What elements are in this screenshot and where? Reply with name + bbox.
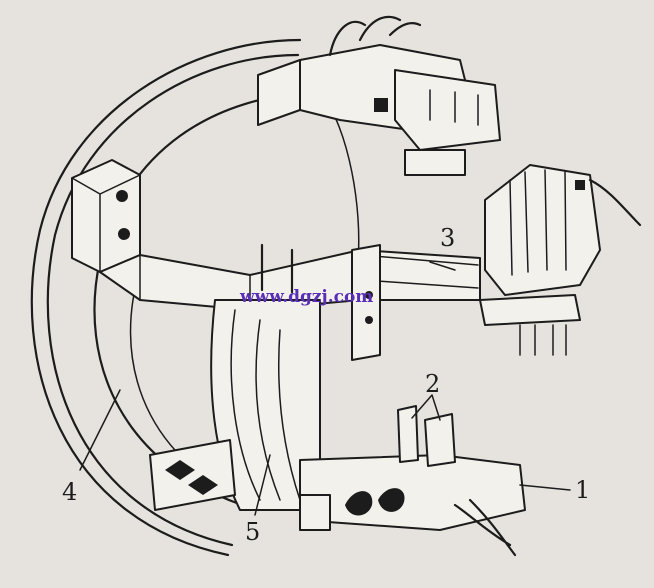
callout-1: 1 <box>575 476 590 504</box>
callout-3: 3 <box>440 224 455 252</box>
right-mechanism <box>479 164 642 356</box>
center-plate <box>351 244 381 361</box>
watermark-text: www.dgzj.com <box>239 287 373 307</box>
callout-4: 4 <box>62 478 77 506</box>
callout-5: 5 <box>245 518 260 546</box>
top-mechanism <box>257 15 501 176</box>
bottom-left-block <box>149 439 236 511</box>
callout-leaders <box>79 261 571 516</box>
left-bracket <box>71 159 141 273</box>
bottom-mechanism <box>299 405 526 557</box>
lower-arc-guide <box>210 243 321 511</box>
callout-2: 2 <box>425 370 440 398</box>
